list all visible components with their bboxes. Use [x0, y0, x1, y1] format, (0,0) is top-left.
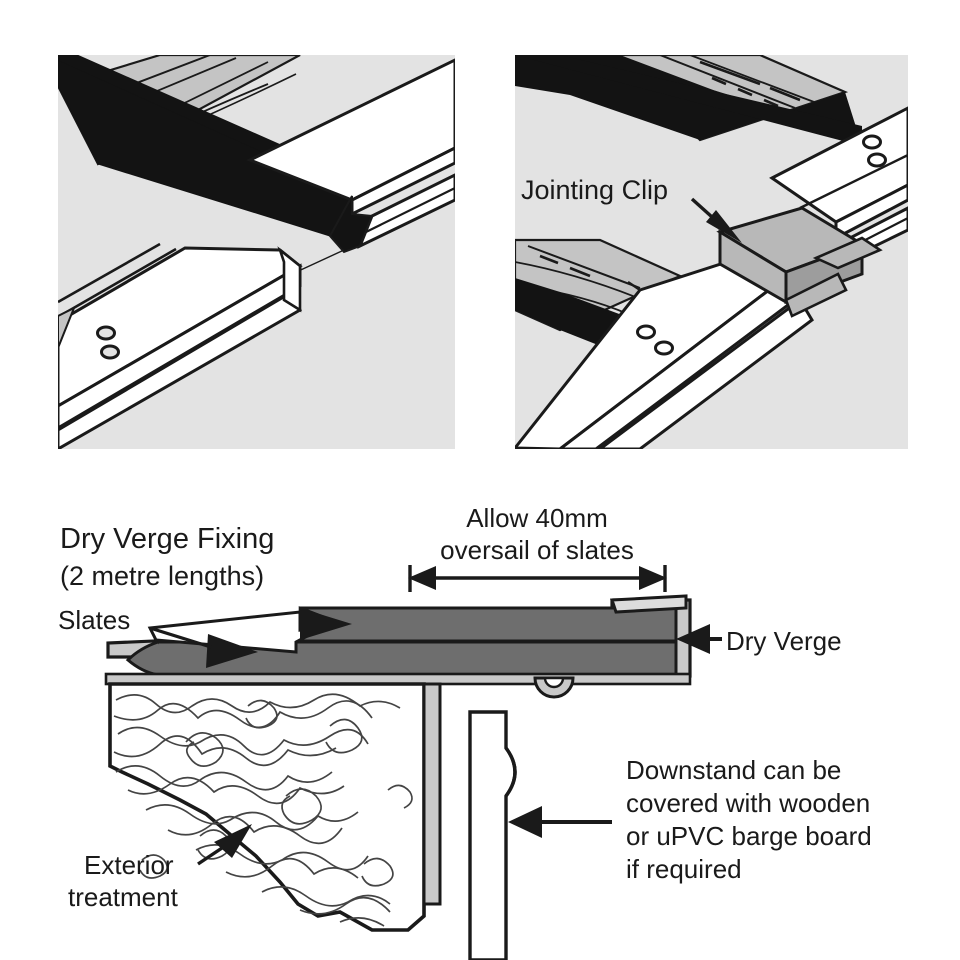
lower-title: Dry Verge Fixing	[60, 523, 274, 555]
fixing-hole-icon	[654, 340, 674, 356]
slate-lower-bevel	[125, 640, 159, 677]
batten-edge-sliver-left	[58, 305, 76, 349]
fixing-hole-icon	[100, 344, 120, 360]
exterior-treatment-label-line1: Exterior	[84, 850, 174, 880]
fixing-hole-icon	[867, 152, 887, 168]
barge-board-bulge	[504, 746, 517, 798]
exterior-treatment-label-line2: treatment	[68, 882, 179, 912]
jointing-clip-label: Jointing Clip	[521, 175, 668, 205]
verge-top-lip	[609, 594, 688, 614]
dry-verge-leader-arrow	[676, 624, 722, 654]
verge-downstand-leg	[422, 682, 442, 906]
dimension-arrow-left	[408, 566, 436, 590]
slates-label: Slates	[58, 605, 130, 635]
dry-verge-section	[104, 594, 692, 699]
timber-block	[108, 682, 442, 932]
fixing-hole-icon	[96, 325, 116, 341]
panel-right-artwork	[515, 55, 908, 449]
downstand-note-line2: covered with wooden	[626, 788, 870, 818]
dry-verge-label: Dry Verge	[726, 626, 842, 656]
dimension-arrow-right	[639, 566, 667, 590]
lower-subtitle: (2 metre lengths)	[60, 561, 264, 591]
barge-board	[468, 710, 517, 960]
fixing-hole-icon	[862, 134, 882, 150]
jointing-clip-leader-arrow	[690, 197, 742, 243]
oversail-dimension-line	[408, 565, 667, 592]
panel-left-artwork	[58, 55, 455, 449]
fixing-hole-icon	[636, 324, 656, 340]
dimension-caption-line2: oversail of slates	[440, 535, 634, 565]
wood-grain-texture	[113, 693, 413, 927]
downstand-note-leader-arrow	[508, 806, 612, 838]
dimension-caption-line1: Allow 40mm	[466, 503, 608, 533]
verge-drip-nub-inner	[543, 676, 565, 689]
downstand-note-line3: or uPVC barge board	[626, 821, 872, 851]
downstand-note-line4: if required	[626, 854, 742, 884]
slates-arrowhead-lower	[206, 634, 258, 668]
jointing-clip	[716, 206, 883, 318]
verge-unit-upper-right	[246, 58, 455, 254]
exterior-treatment-leader-arrow	[197, 824, 252, 866]
downstand-note-line1: Downstand can be	[626, 755, 841, 785]
lower-section-diagram: Dry Verge Fixing (2 metre lengths) Allow…	[58, 503, 872, 960]
slates-arrowhead-upper	[300, 608, 352, 640]
verge-unit-lower-left	[58, 242, 303, 449]
roof-underlay-felt-right-upper	[515, 55, 862, 146]
slates-leader-arrows	[147, 608, 352, 668]
